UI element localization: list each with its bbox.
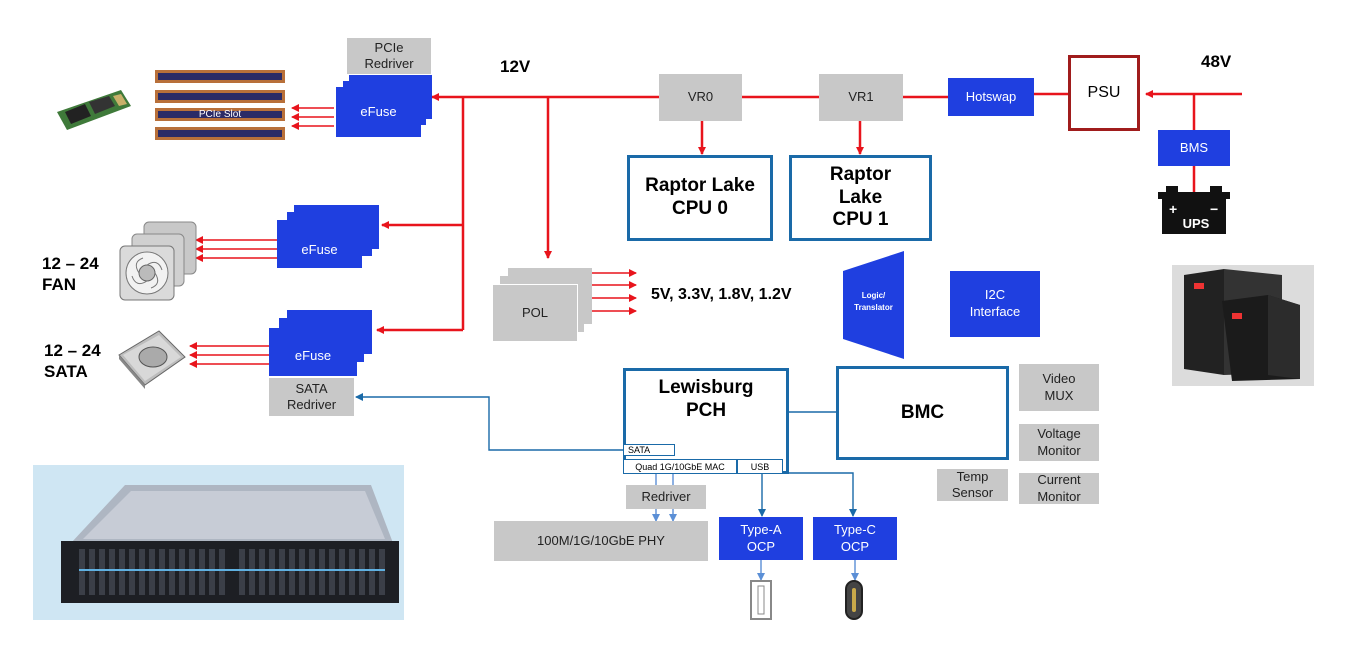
ups-tower-image xyxy=(1172,265,1314,386)
pch-mac-port: Quad 1G/10GbE MAC xyxy=(623,459,737,474)
hotswap-box: Hotswap xyxy=(948,78,1034,116)
server-chassis-image xyxy=(33,465,404,620)
psu-box: PSU xyxy=(1068,55,1140,131)
vr1-box: VR1 xyxy=(819,74,903,121)
ups-label: UPS xyxy=(1182,216,1210,231)
sata-redriver: SATA Redriver xyxy=(269,378,354,416)
m2-module-image xyxy=(55,88,133,132)
i2c-interface-box: I2C Interface xyxy=(950,271,1040,337)
fan-label: 12 – 24 FAN xyxy=(42,254,99,295)
temp-sensor-box: Temp Sensor xyxy=(937,469,1008,501)
hdd-image xyxy=(115,327,187,389)
network-redriver-box: Redriver xyxy=(626,485,706,509)
pcie-slot xyxy=(155,70,285,83)
type-c-ocp-box: Type-C OCP xyxy=(813,517,897,560)
pcie-slot xyxy=(155,127,285,140)
video-mux-box: Video MUX xyxy=(1019,364,1099,411)
pol-box: POL xyxy=(492,284,578,342)
ups-battery-icon: + − xyxy=(1158,186,1230,234)
current-monitor-box: Current Monitor xyxy=(1019,472,1099,504)
fan-image xyxy=(118,220,200,304)
pcie-efuse: eFuse xyxy=(336,87,421,137)
logic-translator-shape xyxy=(843,251,904,359)
sata-label: 12 – 24 SATA xyxy=(44,341,101,382)
sata-efuse: eFuse xyxy=(269,328,357,376)
pcie-slot: PCIe Slot xyxy=(155,108,285,121)
pch-title: Lewisburg PCH xyxy=(658,377,754,421)
pcie-slot xyxy=(155,90,285,103)
vr0-box: VR0 xyxy=(659,74,742,121)
logic-translator-label: Logic/ Translator xyxy=(854,291,893,312)
svg-text:+: + xyxy=(1169,201,1177,217)
pch-usb-port: USB xyxy=(737,459,783,474)
svg-text:−: − xyxy=(1210,201,1218,217)
cpu1-box: Raptor Lake CPU 1 xyxy=(789,155,932,241)
label-48v: 48V xyxy=(1201,52,1232,71)
bmc-box: BMC xyxy=(836,366,1009,460)
pcie-redriver: PCIe Redriver xyxy=(347,38,431,74)
usb-a-port-icon xyxy=(750,580,772,620)
type-a-ocp-box: Type-A OCP xyxy=(719,517,803,560)
pcie-slot-label: PCIe Slot xyxy=(198,109,242,120)
power-bus-12v xyxy=(376,90,1242,334)
cpu0-box: Raptor Lake CPU 0 xyxy=(627,155,773,241)
pch-sata-port: SATA xyxy=(623,444,675,456)
bms-box: BMS xyxy=(1158,130,1230,166)
label-pol-rails: 5V, 3.3V, 1.8V, 1.2V xyxy=(651,286,792,303)
voltage-monitor-box: Voltage Monitor xyxy=(1019,424,1099,461)
fan-efuse: eFuse xyxy=(277,220,362,268)
network-phy-box: 100M/1G/10GbE PHY xyxy=(494,521,708,561)
usb-c-port-icon xyxy=(845,580,863,620)
label-12v: 12V xyxy=(500,57,531,76)
